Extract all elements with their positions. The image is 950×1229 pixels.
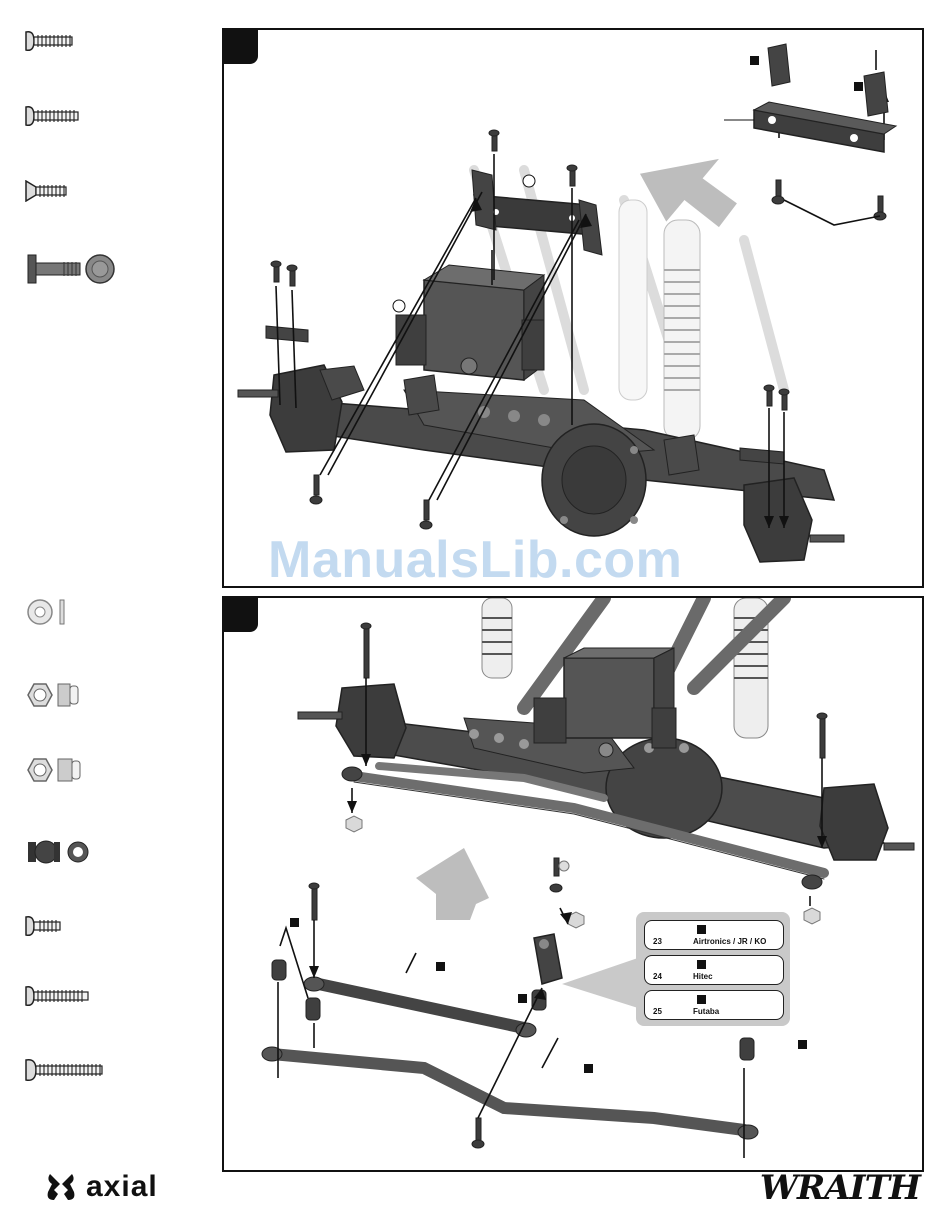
servo-row-brand: Airtronics / JR / KO bbox=[693, 937, 766, 946]
sidebar-nylon-lock-nut-small bbox=[24, 680, 84, 710]
axial-logo-text: axial bbox=[86, 1170, 158, 1204]
step-panel-steering-links bbox=[222, 596, 924, 1172]
sidebar-screw-button-head-extra-long bbox=[24, 1058, 108, 1082]
servo-row-brand: Hitec bbox=[693, 972, 713, 981]
axial-logo: axial bbox=[44, 1170, 158, 1204]
callout-wedge bbox=[562, 958, 638, 1008]
callout-circle bbox=[393, 300, 405, 312]
steering-servo bbox=[396, 265, 544, 380]
part-marker bbox=[697, 925, 706, 934]
servo-horn bbox=[534, 934, 562, 984]
servo-mount-bracket bbox=[472, 170, 602, 255]
servo-row-brand: Futaba bbox=[693, 1007, 719, 1016]
axial-logo-icon bbox=[44, 1170, 78, 1204]
sidebar-washer bbox=[24, 598, 74, 626]
servo-row-number: 23 bbox=[653, 937, 662, 946]
servo-row-number: 25 bbox=[653, 1007, 662, 1016]
sidebar-nylon-lock-nut-large bbox=[24, 755, 84, 785]
part-marker bbox=[697, 995, 706, 1004]
wraith-logo: WRAITH bbox=[760, 1168, 920, 1208]
part-marker bbox=[750, 56, 759, 65]
shock-mount-left bbox=[266, 326, 308, 342]
part-marker bbox=[518, 994, 527, 1003]
part-marker bbox=[290, 918, 299, 927]
sidebar-screw-flat-head bbox=[24, 180, 84, 202]
servo-horn-table: 23 Airtronics / JR / KO 24 Hitec 25 Futa… bbox=[636, 912, 790, 1026]
exploded-tie-rod bbox=[262, 1047, 758, 1139]
servo-mount-illustration bbox=[224, 30, 922, 586]
part-marker bbox=[854, 82, 863, 91]
servo-row: 24 Hitec bbox=[644, 955, 784, 985]
sidebar-screw-button-head-medium bbox=[24, 985, 94, 1007]
exploded-drag-link bbox=[304, 977, 536, 1037]
servo-row: 23 Airtronics / JR / KO bbox=[644, 920, 784, 950]
servo-row: 25 Futaba bbox=[644, 990, 784, 1020]
sidebar-screw-button-head-long bbox=[24, 105, 84, 127]
sidebar-pivot-ball-and-bushing bbox=[24, 836, 94, 868]
sidebar-shoulder-screw-and-washer bbox=[24, 252, 124, 286]
servo-row-number: 24 bbox=[653, 972, 662, 981]
steering-links-illustration bbox=[224, 598, 922, 1170]
part-marker bbox=[436, 962, 445, 971]
step-panel-servo-mount bbox=[222, 28, 924, 588]
sidebar-screw-button-head-tiny bbox=[24, 915, 84, 937]
watermark: ManualsLib.com bbox=[268, 530, 682, 590]
part-marker bbox=[584, 1064, 593, 1073]
part-marker bbox=[798, 1040, 807, 1049]
callout-circle bbox=[523, 175, 535, 187]
part-marker bbox=[697, 960, 706, 969]
direction-arrow-icon bbox=[416, 848, 489, 920]
sidebar-screw-button-head-short bbox=[24, 30, 84, 52]
